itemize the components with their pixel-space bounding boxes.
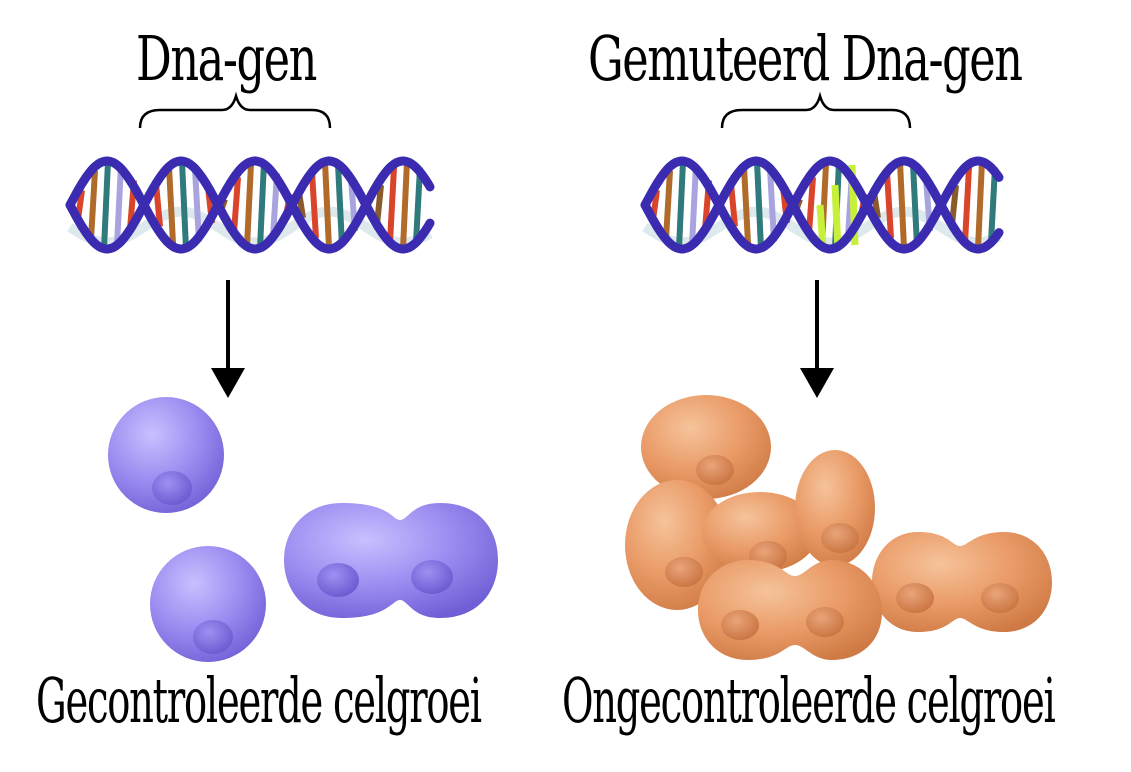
cell-orange-right-dividing [872, 532, 1052, 632]
gene-brace-left [138, 91, 332, 129]
dna-base-pair [231, 177, 241, 233]
cell-purple-2 [150, 546, 266, 662]
dna-helix-right [640, 156, 1004, 254]
dna-strand-b [640, 156, 1004, 254]
dna-base-pair [244, 163, 254, 247]
tumor-cells [625, 395, 1052, 660]
gene-label-normal: Dna-gen [136, 22, 317, 95]
dna-base-pair [663, 170, 673, 240]
dna-base-pair [88, 170, 98, 240]
caption-uncontrolled-growth: Ongecontroleerde celgroei [562, 664, 1056, 737]
dna-base-pair [400, 160, 410, 250]
dna-base-pair [754, 160, 764, 250]
dna-base-pair [741, 166, 751, 244]
mutation-mark [816, 204, 827, 249]
cell-purple-1 [108, 397, 224, 513]
dna-base-pair [806, 177, 816, 233]
dna-base-pair [101, 161, 111, 249]
arrow-down-right-icon [800, 280, 834, 398]
dna-strand-b [65, 156, 435, 254]
dna-base-pair [309, 171, 319, 239]
dna-base-pair [387, 167, 397, 243]
dna-base-pair [689, 164, 699, 246]
dna-base-pair [962, 167, 972, 243]
dna-base-pair [322, 161, 332, 249]
dna-base-pair [910, 164, 920, 246]
dna-base-pair [114, 164, 124, 246]
dna-base-pair [767, 168, 777, 242]
caption-controlled-growth: Gecontroleerde celgroei [36, 664, 482, 737]
mutation-mark [831, 184, 842, 251]
cell-purple-dividing [284, 503, 498, 618]
gene-brace-right [720, 91, 912, 129]
cell-orange-left [625, 480, 729, 610]
arrow-down-left-icon [211, 280, 245, 398]
dna-base-pair [884, 171, 894, 239]
dna-base-pair [166, 166, 176, 244]
dna-base-pair [676, 161, 686, 249]
dna-helix-left [65, 156, 435, 254]
dna-strand-a [65, 156, 435, 254]
dna-base-pair [413, 167, 423, 243]
gene-label-mutated: Gemuteerd Dna-gen [588, 22, 1023, 95]
dna-base-pair [192, 168, 202, 242]
cell-orange-top [641, 395, 771, 499]
dna-base-pair [179, 160, 189, 250]
cell-orange-tall [795, 450, 875, 566]
dna-base-pair [975, 160, 985, 250]
dna-base-pair [257, 161, 267, 249]
dna-base-pair [335, 164, 345, 246]
dna-base-pair [897, 161, 907, 249]
cell-orange-bottom-dividing [698, 560, 882, 660]
normal-cells [108, 397, 498, 662]
dna-base-pair [988, 167, 998, 243]
